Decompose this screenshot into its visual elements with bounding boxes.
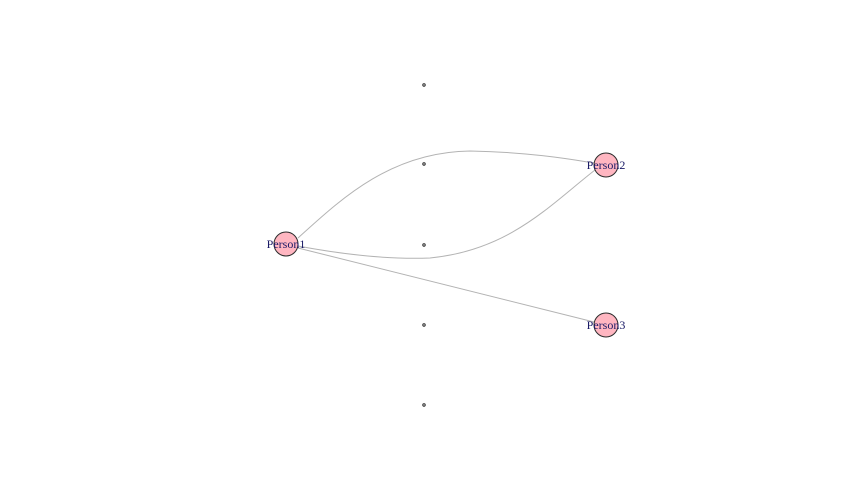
layout-point <box>422 83 426 87</box>
node-person2[interactable]: Person2 <box>587 152 626 178</box>
edges-layer <box>297 150 596 323</box>
edge-person1-person3 <box>297 247 595 323</box>
node-label: Person1 <box>267 237 306 251</box>
node-circle <box>593 152 619 178</box>
node-label: Person2 <box>587 158 626 172</box>
layout-point <box>422 243 426 247</box>
layout-point <box>422 323 426 327</box>
node-person1[interactable]: Person1 <box>267 231 306 257</box>
edge-person1-person2-upper <box>297 150 595 239</box>
node-person3[interactable]: Person3 <box>587 312 626 338</box>
node-label: Person3 <box>587 318 626 332</box>
edge-person2-person1-lower <box>297 169 596 259</box>
layout-points <box>422 83 426 407</box>
node-circle <box>593 312 619 338</box>
node-circle <box>273 231 299 257</box>
layout-point <box>422 403 426 407</box>
layout-point <box>422 162 426 166</box>
